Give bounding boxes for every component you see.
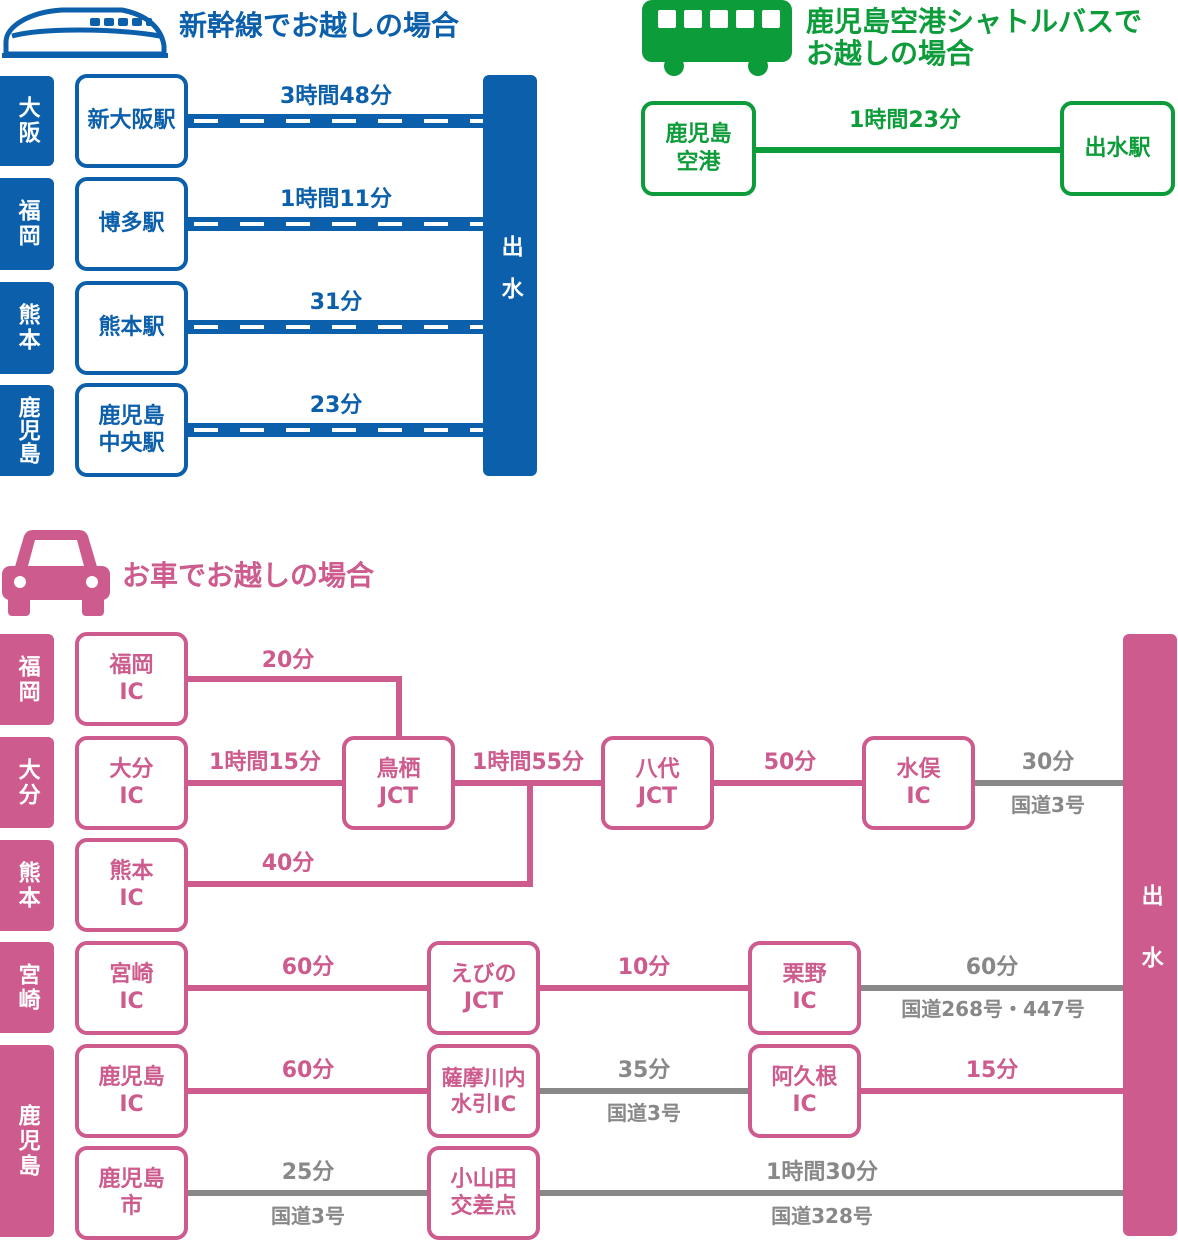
time-city-koyamada: 25分	[281, 1160, 335, 1185]
bus-from-kagoshima-airport: 鹿児島 空港	[641, 101, 756, 196]
node-yatsushiro-jct: 八代 JCT	[601, 736, 714, 830]
shinkansen-time-fukuoka: 1時間11分	[280, 187, 392, 212]
time-tosu-yatsushiro: 1時間55分	[472, 750, 584, 775]
node-akune-ic: 阿久根 IC	[748, 1044, 861, 1138]
car-title: お車でお越しの場合	[122, 559, 375, 592]
time-kagoshima-satsuma: 60分	[281, 1058, 335, 1083]
node-kumamoto-ic: 熊本 IC	[75, 838, 188, 932]
car-region-kagoshima: 鹿児島	[0, 1045, 54, 1237]
road-koyamada-dest-label: 国道328号	[771, 1204, 873, 1228]
time-yatsushiro-minamata: 50分	[763, 750, 817, 775]
bus-title-line2: お越しの場合	[806, 37, 975, 70]
bus-to-izumi-station: 出水駅	[1060, 101, 1175, 196]
node-koyamada-intersection: 小山田 交差点	[427, 1146, 540, 1240]
shinkansen-region-fukuoka: 福岡	[0, 178, 54, 270]
time-kurino-dest: 60分	[965, 955, 1019, 980]
shinkansen-region-kumamoto: 熊本	[0, 282, 54, 374]
shinkansen-title: 新幹線でお越しの場合	[179, 9, 460, 42]
road-kurino-dest-label: 国道268号・447号	[901, 997, 1085, 1021]
car-region-fukuoka: 福岡	[0, 634, 54, 725]
shinkansen-track-kagoshima	[188, 423, 484, 437]
bus-title-line1: 鹿児島空港シャトルバスで	[806, 5, 1143, 38]
time-minamata-dest: 30分	[1021, 750, 1075, 775]
time-satsuma-akune: 35分	[617, 1058, 671, 1083]
node-minamata-ic: 水俣 IC	[862, 736, 975, 830]
route-kumamoto-join	[188, 783, 533, 887]
shinkansen-time-kumamoto: 31分	[309, 290, 363, 315]
time-kumamoto-join: 40分	[261, 851, 315, 876]
node-kurino-ic: 栗野 IC	[748, 941, 861, 1035]
shinkansen-time-kagoshima: 23分	[309, 393, 363, 418]
time-oita-tosu: 1時間15分	[209, 750, 321, 775]
station-kumamoto: 熊本駅	[75, 281, 188, 375]
time-koyamada-dest: 1時間30分	[766, 1160, 878, 1185]
bus-time: 1時間23分	[849, 108, 961, 133]
time-miyazaki-ebino: 60分	[281, 955, 335, 980]
node-miyazaki-ic: 宮崎 IC	[75, 941, 188, 1035]
time-akune-dest: 15分	[965, 1058, 1019, 1083]
road-minamata-dest-label: 国道3号	[1011, 793, 1085, 817]
node-oita-ic: 大分 IC	[75, 736, 188, 830]
time-ebino-kurino: 10分	[617, 955, 671, 980]
road-city-koyamada-label: 国道3号	[271, 1204, 345, 1228]
station-kagoshima-chuo: 鹿児島 中央駅	[75, 383, 188, 477]
shinkansen-icon	[2, 7, 168, 58]
car-region-kumamoto: 熊本	[0, 840, 54, 931]
shinkansen-time-osaka: 3時間48分	[280, 84, 392, 109]
station-shin-osaka: 新大阪駅	[75, 74, 188, 168]
node-ebino-jct: えびの JCT	[427, 941, 540, 1035]
bus-icon	[642, 0, 792, 76]
car-region-miyazaki: 宮崎	[0, 942, 54, 1033]
node-satsumasendai-ic: 薩摩川内 水引IC	[427, 1044, 540, 1138]
car-destination: 出水	[1123, 634, 1177, 1236]
station-hakata: 博多駅	[75, 177, 188, 271]
route-fukuoka-tosu	[188, 676, 402, 737]
shinkansen-region-osaka: 大阪	[0, 76, 54, 166]
node-kagoshima-city: 鹿児島 市	[75, 1146, 188, 1240]
car-region-oita: 大分	[0, 737, 54, 828]
node-tosu-jct: 鳥栖 JCT	[342, 736, 455, 830]
shinkansen-track-osaka	[188, 114, 484, 128]
shinkansen-track-kumamoto	[188, 320, 484, 334]
road-satsuma-akune-label: 国道3号	[607, 1101, 681, 1125]
shinkansen-track-fukuoka	[188, 217, 484, 231]
node-fukuoka-ic: 福岡 IC	[75, 632, 188, 726]
time-fukuoka-tosu: 20分	[261, 648, 315, 673]
car-icon	[2, 530, 110, 616]
shinkansen-region-kagoshima: 鹿児島	[0, 385, 54, 476]
node-kagoshima-ic: 鹿児島 IC	[75, 1044, 188, 1138]
shinkansen-destination: 出水	[483, 75, 537, 476]
